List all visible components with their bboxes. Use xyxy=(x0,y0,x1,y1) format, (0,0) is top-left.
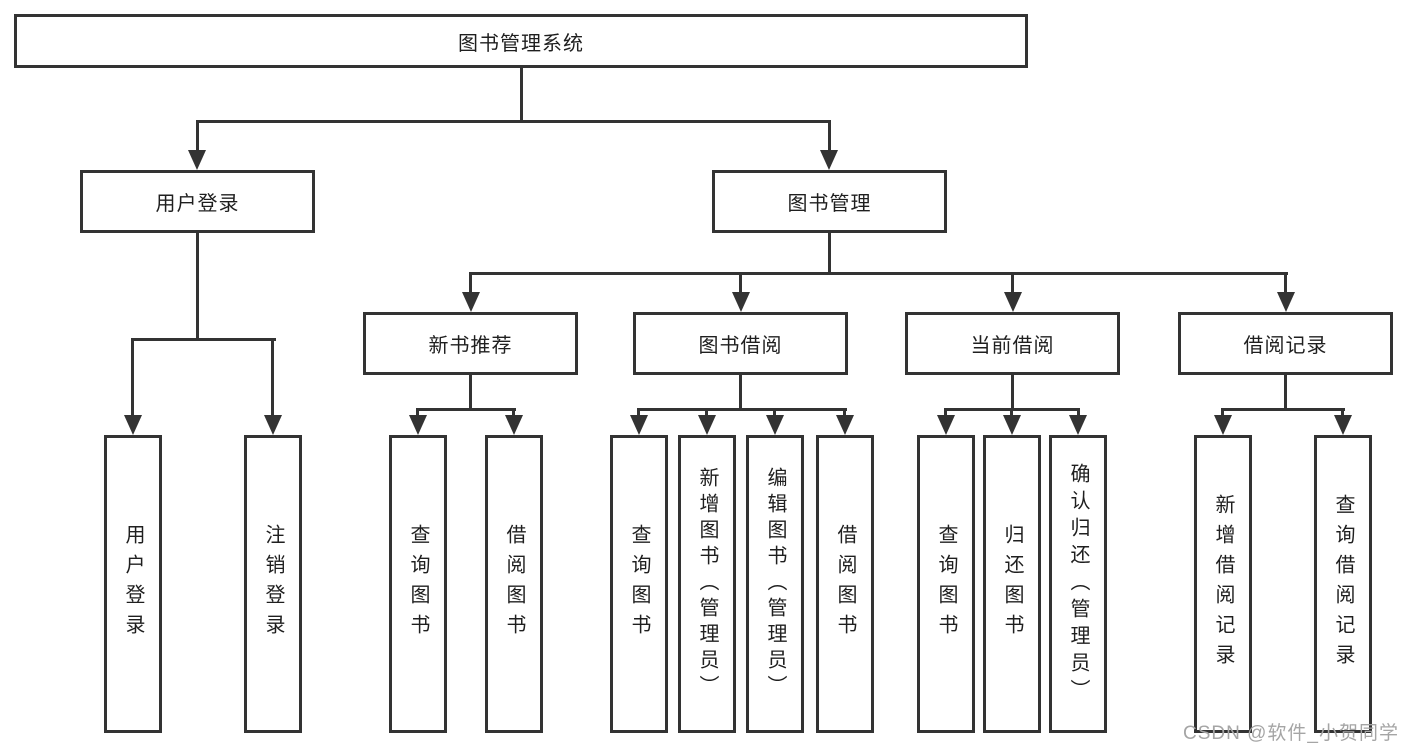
connector-drop xyxy=(469,375,472,410)
leaf-borrow-book: 借阅图书 xyxy=(816,435,874,733)
leaf-newbook-borrow: 借阅图书 xyxy=(485,435,543,733)
leaf-record-query: 查询借阅记录 xyxy=(1314,435,1372,733)
arrow-down-icon xyxy=(1069,415,1087,435)
node-library-system: 图书管理系统 xyxy=(14,14,1028,68)
connector-drop xyxy=(1284,375,1287,410)
leaf-borrow-query: 查询图书 xyxy=(610,435,668,733)
leaf-current-return-label: 归还图书 xyxy=(1001,524,1023,644)
node-library-system-label: 图书管理系统 xyxy=(458,32,584,55)
connector-stem xyxy=(843,408,846,418)
leaf-newbook-query: 查询图书 xyxy=(389,435,447,733)
node-new-book-recommend-label: 新书推荐 xyxy=(428,335,513,357)
connector-split xyxy=(1221,408,1345,411)
connector-stem xyxy=(1341,408,1344,418)
leaf-current-confirm-admin: 确认归还（管理员） xyxy=(1049,435,1107,733)
arrow-down-icon xyxy=(1214,415,1232,435)
connector-drop xyxy=(739,375,742,410)
arrow-down-icon xyxy=(409,415,427,435)
connector-stem xyxy=(739,272,742,294)
node-book-borrow: 图书借阅 xyxy=(633,312,848,375)
arrow-down-icon xyxy=(732,292,750,312)
leaf-user-login-label: 用户登录 xyxy=(122,524,144,644)
leaf-logout: 注销登录 xyxy=(244,435,302,733)
arrow-down-icon xyxy=(462,292,480,312)
node-current-borrow-label: 当前借阅 xyxy=(970,335,1055,357)
arrow-down-icon xyxy=(188,150,206,170)
node-borrow-records: 借阅记录 xyxy=(1178,312,1393,375)
node-book-management-label: 图书管理 xyxy=(787,193,872,215)
connector-stem xyxy=(469,272,472,294)
leaf-borrow-edit-admin-label: 编辑图书（管理员） xyxy=(764,467,786,701)
connector-stem-book-mgmt xyxy=(828,120,831,154)
connector-drop xyxy=(1011,375,1014,410)
node-new-book-recommend: 新书推荐 xyxy=(363,312,578,375)
connector-userlogin-drop xyxy=(196,233,199,340)
arrow-down-icon xyxy=(124,415,142,435)
arrow-down-icon xyxy=(1277,292,1295,312)
node-book-management: 图书管理 xyxy=(712,170,947,233)
arrow-down-icon xyxy=(820,150,838,170)
leaf-current-confirm-admin-label: 确认归还（管理员） xyxy=(1067,462,1089,706)
connector-split xyxy=(637,408,847,411)
connector-bookmgmt-drop xyxy=(828,233,831,274)
connector-level3-split xyxy=(469,272,1288,275)
connector-stem xyxy=(1011,272,1014,294)
arrow-down-icon xyxy=(1004,292,1022,312)
connector-stem xyxy=(271,338,274,417)
connector-userlogin-split xyxy=(131,338,276,341)
connector-stem xyxy=(416,408,419,418)
connector-split xyxy=(416,408,516,411)
leaf-current-query-label: 查询图书 xyxy=(935,524,957,644)
node-borrow-records-label: 借阅记录 xyxy=(1243,335,1328,357)
arrow-down-icon xyxy=(1334,415,1352,435)
leaf-user-login: 用户登录 xyxy=(104,435,162,733)
leaf-record-query-label: 查询借阅记录 xyxy=(1332,494,1354,674)
connector-stem xyxy=(1221,408,1224,418)
leaf-record-add-label: 新增借阅记录 xyxy=(1212,494,1234,674)
arrow-down-icon xyxy=(1003,415,1021,435)
leaf-newbook-borrow-label: 借阅图书 xyxy=(503,524,525,644)
leaf-current-query: 查询图书 xyxy=(917,435,975,733)
connector-stem xyxy=(944,408,947,418)
arrow-down-icon xyxy=(836,415,854,435)
connector-stem xyxy=(773,408,776,418)
leaf-borrow-query-label: 查询图书 xyxy=(628,524,650,644)
node-book-borrow-label: 图书借阅 xyxy=(698,335,783,357)
leaf-newbook-query-label: 查询图书 xyxy=(407,524,429,644)
arrow-down-icon xyxy=(630,415,648,435)
connector-root-split xyxy=(196,120,831,123)
leaf-record-add: 新增借阅记录 xyxy=(1194,435,1252,733)
node-user-login-branch: 用户登录 xyxy=(80,170,315,233)
arrow-down-icon xyxy=(937,415,955,435)
leaf-borrow-add-admin-label: 新增图书（管理员） xyxy=(696,467,718,701)
leaf-borrow-edit-admin: 编辑图书（管理员） xyxy=(746,435,804,733)
connector-stem xyxy=(1077,408,1080,418)
leaf-logout-label: 注销登录 xyxy=(262,524,284,644)
watermark: CSDN @软件_小贺同学 xyxy=(1183,723,1399,744)
connector-stem xyxy=(1010,408,1013,418)
node-user-login-branch-label: 用户登录 xyxy=(155,193,240,215)
connector-stem xyxy=(512,408,515,418)
arrow-down-icon xyxy=(505,415,523,435)
connector-stem-user-login xyxy=(196,120,199,154)
node-current-borrow: 当前借阅 xyxy=(905,312,1120,375)
connector-stem xyxy=(637,408,640,418)
leaf-current-return: 归还图书 xyxy=(983,435,1041,733)
leaf-borrow-book-label: 借阅图书 xyxy=(834,524,856,644)
connector-stem xyxy=(1284,272,1287,294)
connector-root-drop xyxy=(520,68,523,122)
arrow-down-icon xyxy=(264,415,282,435)
connector-stem xyxy=(131,338,134,417)
arrow-down-icon xyxy=(766,415,784,435)
arrow-down-icon xyxy=(698,415,716,435)
connector-stem xyxy=(705,408,708,418)
leaf-borrow-add-admin: 新增图书（管理员） xyxy=(678,435,736,733)
